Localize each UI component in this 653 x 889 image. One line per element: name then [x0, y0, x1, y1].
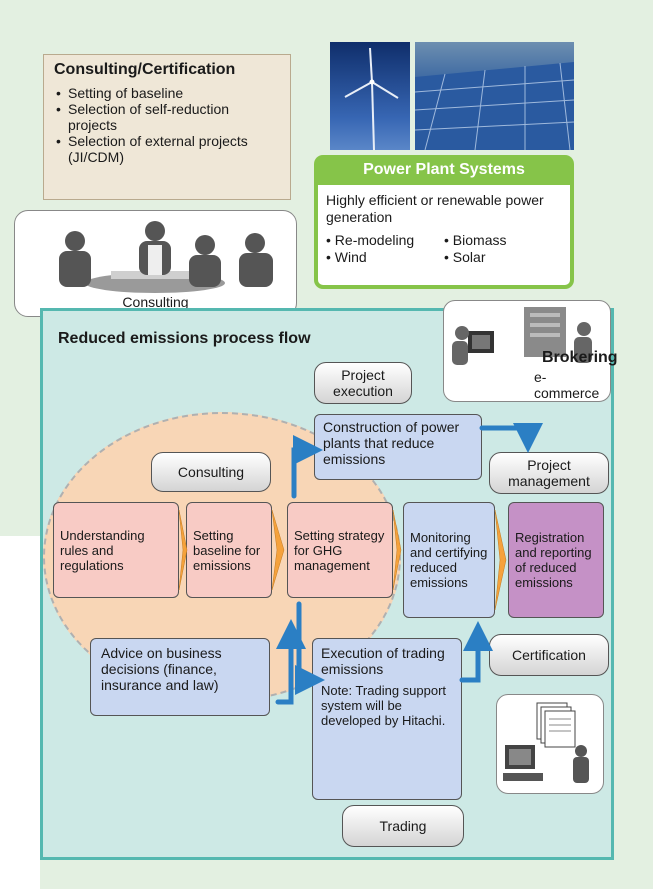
list-item: Re-modeling — [326, 232, 444, 249]
power-plant-systems-list: Re-modeling Biomass Wind Solar — [326, 232, 562, 266]
step-registration-reporting: Registration and reporting of reduced em… — [508, 502, 604, 618]
office-illustration — [496, 694, 604, 794]
list-item: Setting of baseline — [54, 85, 280, 101]
list-item: Selection of external projects (JI/CDM) — [54, 133, 280, 165]
step-monitoring-certifying: Monitoring and certifying reduced emissi… — [403, 502, 495, 618]
list-item: Biomass — [444, 232, 562, 249]
execution-trading-note: Note: Trading support system will be dev… — [321, 683, 447, 728]
execution-trading-box: Execution of trading emissions Note: Tra… — [312, 638, 462, 800]
consulting-label: Consulting — [151, 452, 271, 492]
list-item: Solar — [444, 249, 562, 266]
advice-box: Advice on business decisions (finance, i… — [90, 638, 270, 716]
power-plant-systems-box: Highly efficient or renewable power gene… — [314, 185, 574, 289]
list-item: Selection of self-reduction projects — [54, 101, 280, 133]
process-flow-title: Reduced emissions process flow — [58, 330, 311, 347]
project-management-label: Project management — [489, 452, 609, 494]
list-item: Wind — [326, 249, 444, 266]
consulting-certification-title: Consulting/Certification — [54, 61, 236, 78]
brokering-card: Brokering e-commerce — [443, 300, 618, 402]
brokering-title: Brokering — [542, 349, 618, 366]
execution-trading-title: Execution of trading emissions — [321, 645, 445, 677]
power-plant-systems-description: Highly efficient or renewable power gene… — [326, 192, 544, 225]
step-understanding-rules: Understanding rules and regulations — [53, 502, 179, 598]
certification-label: Certification — [489, 634, 609, 676]
consulting-caption: Consulting — [122, 294, 189, 310]
power-plant-systems-title: Power Plant Systems — [314, 155, 574, 185]
construction-box: Construction of power plants that reduce… — [314, 414, 482, 480]
step-setting-baseline: Setting baseline for emissions — [186, 502, 272, 598]
consulting-certification-list: Setting of baseline Selection of self-re… — [54, 85, 280, 165]
background-bottom — [40, 860, 614, 889]
consulting-certification-box: Consulting/Certification Setting of base… — [43, 54, 291, 200]
brokering-subtitle: e-commerce — [534, 369, 600, 401]
trading-label: Trading — [342, 805, 464, 847]
background-right — [614, 300, 653, 889]
project-execution-label: Project execution — [314, 362, 412, 404]
solar-panel-photo — [415, 42, 574, 150]
background-left — [0, 410, 40, 536]
step-setting-strategy: Setting strategy for GHG management — [287, 502, 393, 598]
wind-turbine-photo — [330, 42, 410, 150]
